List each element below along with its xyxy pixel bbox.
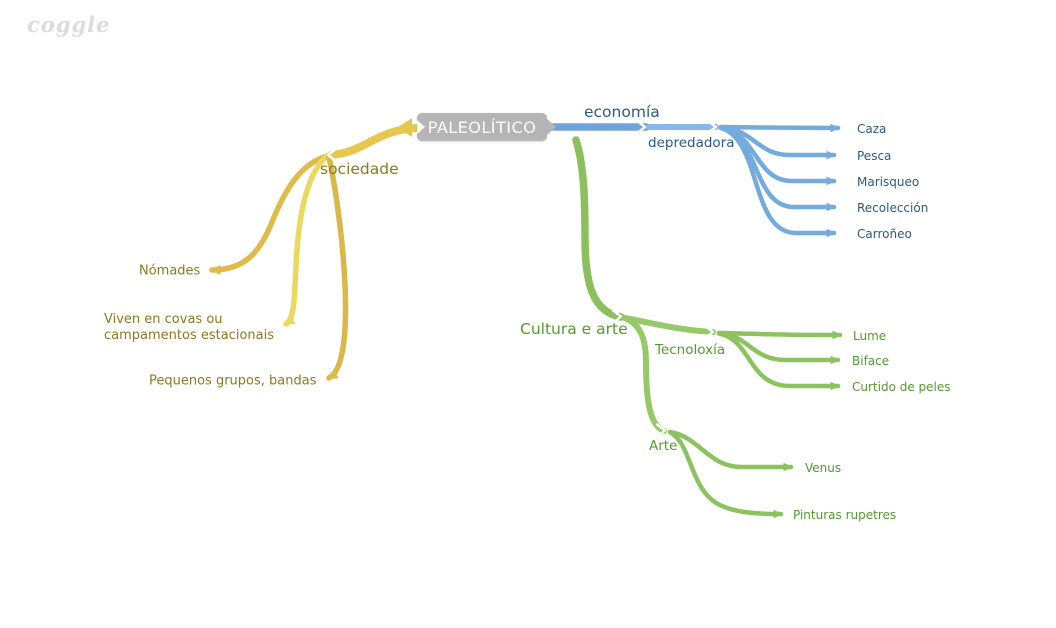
segment-label-tecnoloxia[interactable]: Tecnoloxía [655,342,726,358]
cultura-branch-line[interactable] [572,136,625,321]
branch-label-cultura-e-arte[interactable]: Cultura e arte [520,320,628,338]
pinturas-leaf-line[interactable] [667,429,784,519]
economia-junction-chevron [636,120,647,134]
leaf-label-caza[interactable]: Caza [857,122,887,136]
leaf-label-lume[interactable]: Lume [853,329,887,343]
tecnoloxia-junction-chevron [704,325,715,339]
arte-junction-chevron [655,423,667,438]
sociedade-junction-chevron [326,148,337,162]
coggle-logo[interactable]: coggle [27,12,111,37]
leaf-label-nomades[interactable]: Nómades [139,263,201,279]
depredadora-junction-chevron [707,120,718,134]
leaf-label-pesca[interactable]: Pesca [857,149,892,163]
lume-leaf-line[interactable] [716,330,843,340]
viven-leaf-line[interactable] [283,153,330,327]
leaf-label-pequenos-grupos[interactable]: Pequenos grupos, bandas [149,373,317,389]
leaf-label-marisqueo[interactable]: Marisqueo [857,175,920,189]
root-node-label: PALEOLÍTICO [427,117,537,137]
caza-leaf-line[interactable] [718,123,841,133]
leaf-label-viven-en-covas[interactable]: Viven en covas ou campamentos estacionai… [104,312,274,343]
nomades-leaf-line[interactable] [209,153,330,275]
root-node[interactable]: PALEOLÍTICO [417,113,556,141]
carroneo-leaf-line[interactable] [718,125,837,238]
arte-segment-line[interactable] [622,315,667,434]
leaf-label-carroneo[interactable]: Carroñeo [857,227,912,241]
leaf-label-pinturas-rupetres[interactable]: Pinturas rupetres [793,508,897,522]
cultura-junction-chevron [611,309,623,324]
curtido-leaf-line[interactable] [716,331,841,391]
root-node-right-arrow-icon [547,119,556,135]
leaf-label-curtido-de-peles[interactable]: Curtido de peles [852,380,951,394]
root-node-left-notch [417,120,425,134]
venus-leaf-line[interactable] [667,429,794,472]
segment-label-depredadora[interactable]: depredadora [648,135,735,151]
sociedade-branch-line[interactable] [327,124,421,159]
leaf-label-biface[interactable]: Biface [852,354,890,368]
branch-label-sociedade[interactable]: sociedade [320,160,399,178]
pequenos-leaf-line[interactable] [326,154,349,381]
branch-label-economia[interactable]: economía [584,103,660,121]
leaf-label-venus[interactable]: Venus [805,461,842,475]
leaf-label-recoleccion[interactable]: Recolección [857,201,929,215]
segment-label-arte[interactable]: Arte [649,438,678,454]
